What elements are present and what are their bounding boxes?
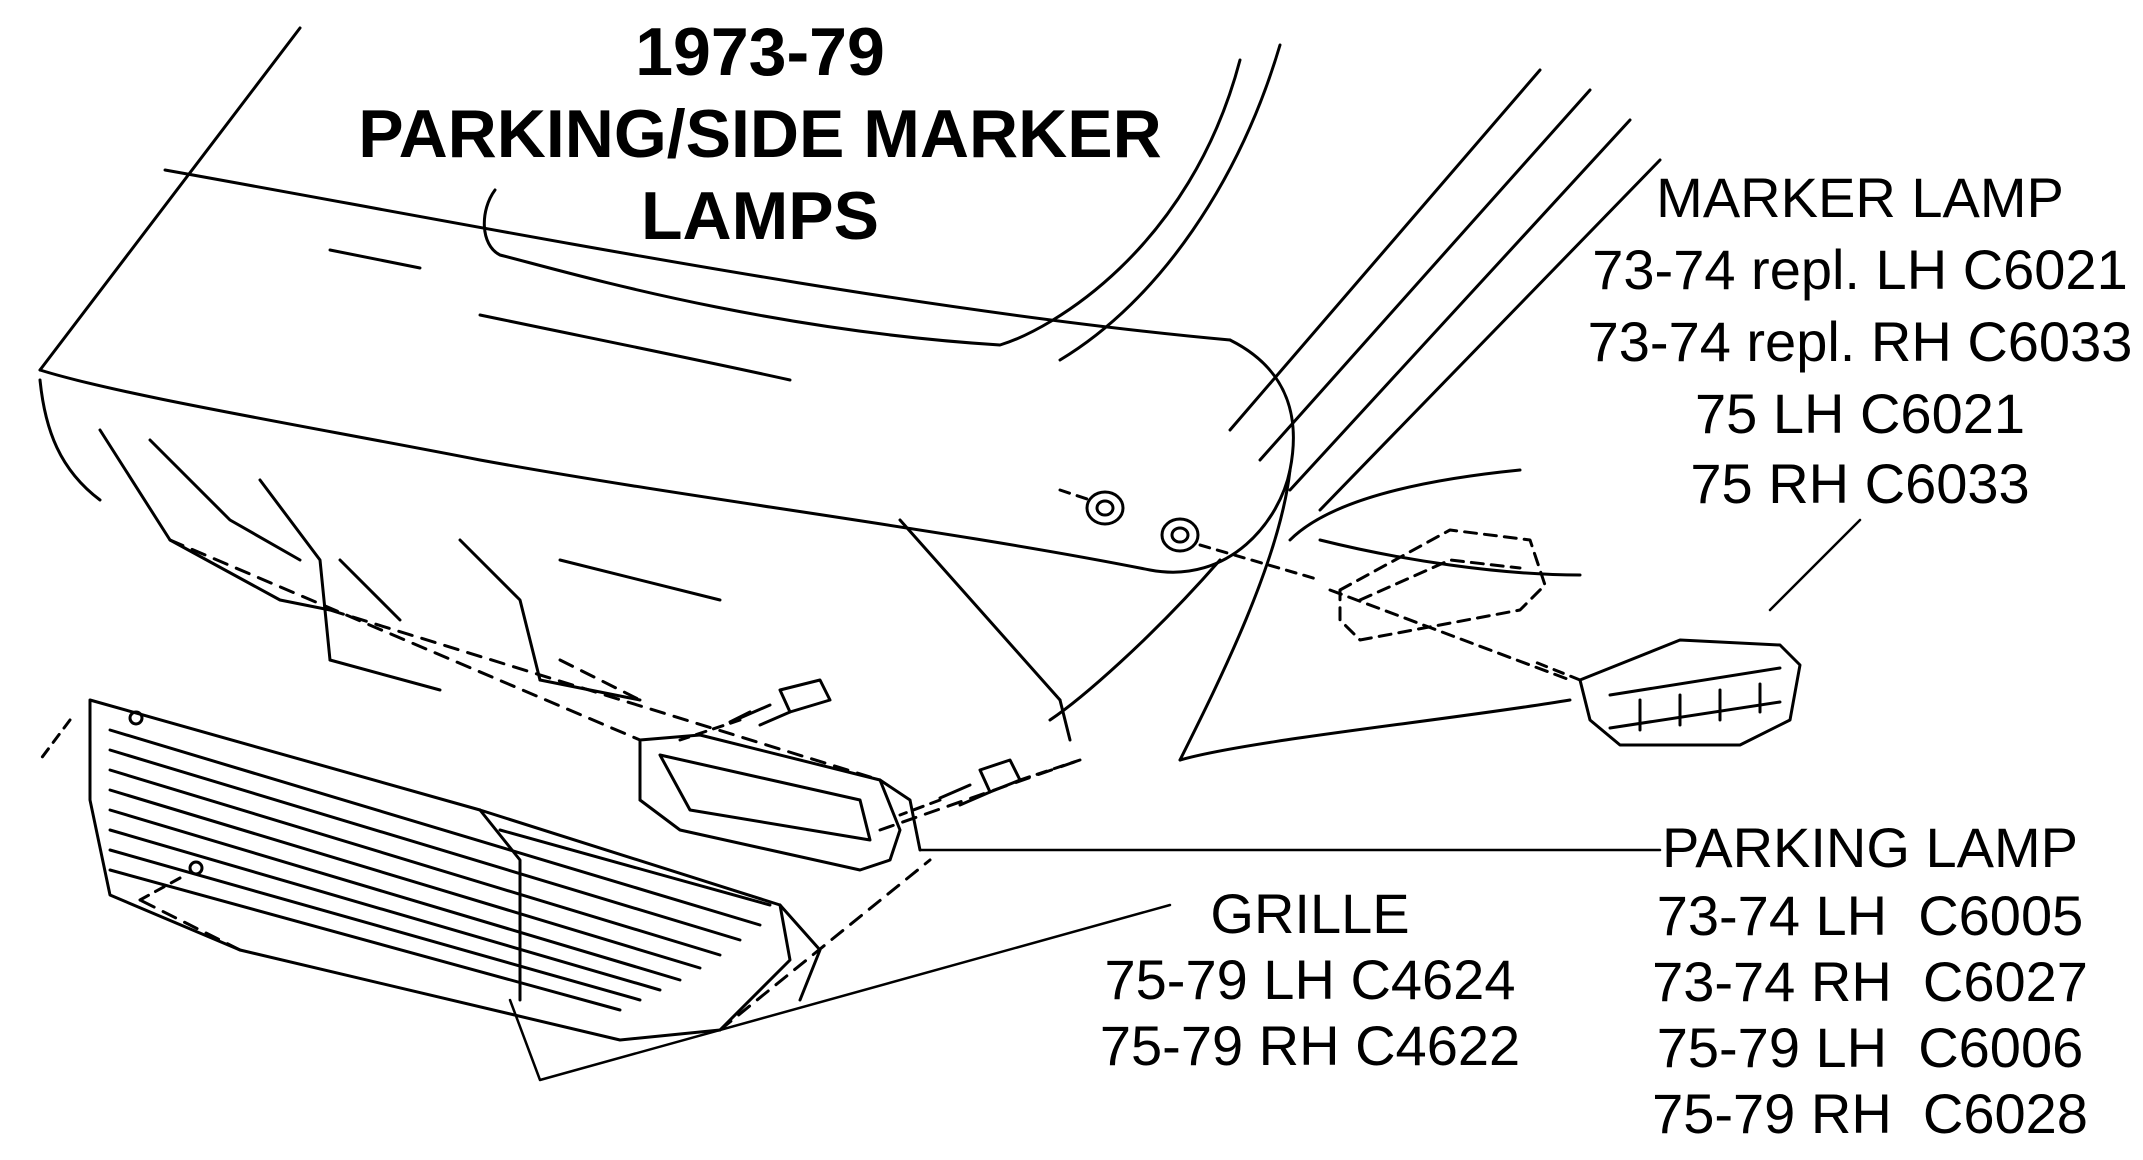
grommet-nuts (1058, 488, 1322, 582)
grille-drawing (38, 698, 822, 1042)
grille-line-2: 75-79 RH C4622 (1099, 1014, 1521, 1077)
title-year: 1973-79 (635, 14, 885, 90)
lamp-pocket (98, 428, 1072, 742)
leader-lines (508, 518, 1862, 1082)
marker-lamp-housing (1328, 528, 1572, 682)
parking-lamp-line-4: 75-79 RH C6028 (1652, 1082, 2088, 1145)
mounting-screws (678, 678, 1082, 817)
marker-lamp-line-2: 73-74 repl. RH C6033 (1587, 310, 2133, 373)
alignment-dashed-lines (138, 538, 1082, 1032)
marker-lamp-line-3: 75 LH C6021 (1694, 382, 2025, 445)
grille-line-1: 75-79 LH C4624 (1104, 948, 1516, 1011)
title-main: PARKING/SIDE MARKER (358, 96, 1162, 172)
grille-heading: GRILLE (1210, 882, 1410, 945)
parking-lamp-line-1: 73-74 LH C6005 (1656, 884, 2084, 947)
fender-body-outline (38, 26, 1662, 762)
marker-lamp-line-1: 73-74 repl. LH C6021 (1592, 238, 2128, 301)
title-sub: LAMPS (641, 178, 879, 254)
parking-lamp-line-3: 75-79 LH C6006 (1656, 1016, 2084, 1079)
marker-lamp-lens (1528, 638, 1802, 747)
parking-lamp-drawing (638, 733, 922, 872)
marker-lamp-line-4: 75 RH C6033 (1690, 452, 2030, 515)
marker-lamp-heading: MARKER LAMP (1656, 166, 2064, 229)
parking-lamp-heading: PARKING LAMP (1662, 816, 2078, 879)
parking-lamp-line-2: 73-74 RH C6027 (1652, 950, 2088, 1013)
